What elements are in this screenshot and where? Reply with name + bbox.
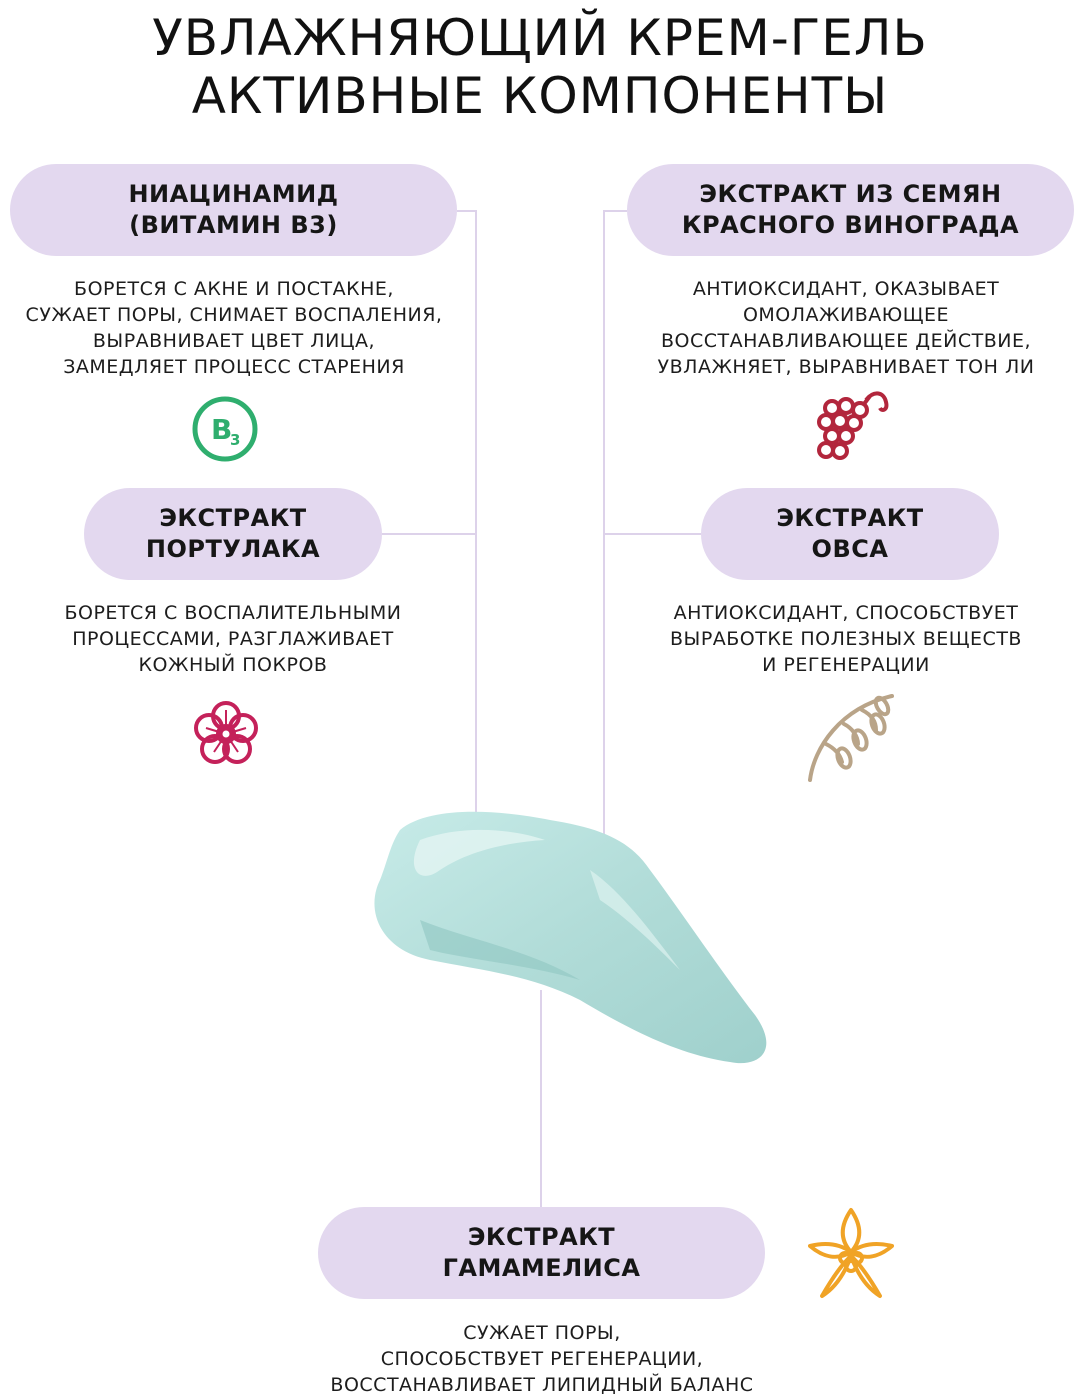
ingredient-oat-description: АНТИОКСИДАНТ, СПОСОБСТВУЕТ ВЫРАБОТКЕ ПОЛ… <box>670 602 1022 676</box>
connector-right-vertical <box>603 210 605 850</box>
ingredient-oat-label: ЭКСТРАКТ ОВСА <box>701 488 999 580</box>
ingredient-hamamelis-description: СУЖАЕТ ПОРЫ, СПОСОБСТВУЕТ РЕГЕНЕРАЦИИ, В… <box>330 1322 754 1396</box>
connector-left-vertical <box>475 210 477 840</box>
ingredient-grape-label: ЭКСТРАКТ ИЗ СЕМЯН КРАСНОГО ВИНОГРАДА <box>627 164 1074 256</box>
ingredient-niacinamide-name: НИАЦИНАМИД (ВИТАМИН В3) <box>128 180 339 239</box>
ingredient-purslane-label: ЭКСТРАКТ ПОРТУЛАКА <box>84 488 382 580</box>
svg-text:B: B <box>211 413 232 446</box>
ingredient-grape-name: ЭКСТРАКТ ИЗ СЕМЯН КРАСНОГО ВИНОГРАДА <box>681 180 1020 239</box>
connector-right-horizontal-top <box>603 210 627 212</box>
ingredient-oat-name: ЭКСТРАКТ ОВСА <box>776 504 924 563</box>
hamamelis-flower-icon <box>808 1208 894 1298</box>
oat-icon <box>808 694 894 782</box>
svg-text:3: 3 <box>230 431 240 449</box>
connector-left-horizontal-mid <box>382 533 477 535</box>
connector-bottom-vertical <box>540 990 542 1210</box>
grape-icon <box>817 391 889 460</box>
flower-icon <box>194 701 258 764</box>
connector-left-horizontal-top <box>457 210 477 212</box>
ingredient-purslane-name: ЭКСТРАКТ ПОРТУЛАКА <box>145 504 321 563</box>
ingredient-hamamelis-label: ЭКСТРАКТ ГАМАМЕЛИСА <box>318 1207 765 1299</box>
page-title-line1: УВЛАЖНЯЮЩИЙ КРЕМ-ГЕЛЬ <box>152 9 928 67</box>
vitamin-b3-icon: B 3 <box>192 396 258 462</box>
ingredient-hamamelis-name: ЭКСТРАКТ ГАМАМЕЛИСА <box>442 1223 641 1282</box>
ingredient-purslane-description: БОРЕТСЯ С ВОСПАЛИТЕЛЬНЫМИ ПРОЦЕССАМИ, РА… <box>64 602 402 676</box>
ingredient-grape-description: АНТИОКСИДАНТ, ОКАЗЫВАЕТ ОМОЛАЖИВАЮЩЕЕ ВО… <box>657 278 1035 378</box>
connector-right-horizontal-mid <box>603 533 701 535</box>
page-title-line2: АКТИВНЫЕ КОМПОНЕНТЫ <box>191 67 889 125</box>
gel-texture-image <box>374 811 767 1064</box>
ingredient-niacinamide-label: НИАЦИНАМИД (ВИТАМИН В3) <box>10 164 457 256</box>
ingredient-niacinamide-description: БОРЕТСЯ С АКНЕ И ПОСТАКНЕ, СУЖАЕТ ПОРЫ, … <box>25 278 443 378</box>
